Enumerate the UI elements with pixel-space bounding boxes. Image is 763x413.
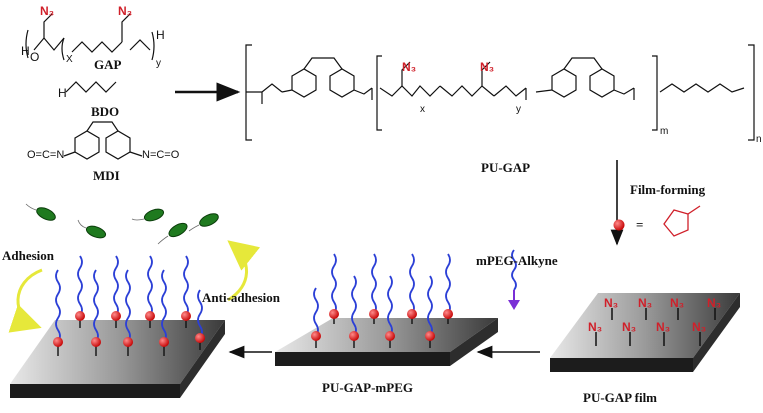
gap-y-sub: y: [156, 58, 161, 69]
mdi-ocn-left: O=C=N: [27, 149, 65, 161]
gap-label: GAP: [94, 57, 122, 72]
gap-h-right: H: [156, 28, 165, 42]
mpeg-chain-free: [511, 249, 517, 291]
film-azide-2: N₃: [638, 296, 653, 310]
pu-n-sub: n: [756, 134, 762, 145]
film-anchors: [595, 308, 716, 346]
mdi-nco-right: N=C=O: [142, 149, 180, 161]
gap-h-left: H: [21, 44, 30, 58]
adhesion-triazole-balls: [53, 311, 205, 347]
pu-y-sub: y: [516, 104, 521, 115]
gap-azide-1: N₃: [40, 4, 55, 18]
mpeg-triazole-balls: [311, 309, 453, 341]
film-forming-label: Film-forming: [630, 182, 706, 197]
pu-gap-structure: [245, 44, 755, 141]
pu-azide-1: N₃: [402, 60, 417, 74]
pu-azide-2: N₃: [480, 60, 495, 74]
gap-structure: [25, 13, 155, 61]
pu-gap-label: PU-GAP: [481, 160, 531, 175]
anti-adhesion-label: Anti-adhesion: [202, 290, 281, 305]
gap-o-left: O: [30, 50, 40, 64]
bacteria-flagella: [25, 203, 200, 245]
bdo-label: BDO: [91, 104, 120, 119]
pu-gap-mpeg-label: PU-GAP-mPEG: [322, 380, 413, 395]
triazole-ball-legend: [613, 219, 625, 231]
triazole-structure: [663, 205, 701, 237]
film-azide-1: N₃: [604, 296, 619, 310]
film-azide-3: N₃: [670, 296, 685, 310]
gap-x-sub: X: [66, 54, 73, 65]
film-azide-5: N₃: [588, 320, 603, 334]
equals-sign: =: [636, 217, 644, 232]
adhesion-plate: [10, 320, 225, 398]
pu-gap-film-plate: [550, 293, 740, 372]
mpeg-brushes: [313, 253, 451, 348]
bdo-h: H: [58, 86, 67, 100]
film-azide-7: N₃: [656, 320, 671, 334]
adhesion-brushes: [55, 255, 203, 356]
mdi-structure: [63, 121, 143, 160]
pu-gap-mpeg-plate: [275, 318, 498, 366]
adhesion-label: Adhesion: [2, 248, 55, 263]
adhesion-arrow: [8, 268, 43, 333]
mpeg-alkyne-label: mPEG-Alkyne: [476, 253, 558, 268]
bacteria: [36, 207, 219, 239]
mdi-label: MDI: [93, 168, 120, 183]
pu-m-sub: m: [660, 126, 669, 137]
pu-gap-film-label: PU-GAP film: [583, 390, 658, 405]
film-azide-4: N₃: [707, 296, 722, 310]
pu-x-sub: x: [420, 104, 425, 115]
gap-azide-2: N₃: [118, 4, 133, 18]
bdo-structure: [65, 81, 117, 93]
film-azide-6: N₃: [622, 320, 637, 334]
alkyne-arrowhead: [508, 300, 520, 310]
film-azide-8: N₃: [692, 320, 707, 334]
anti-adhesion-arrow: [227, 240, 261, 302]
